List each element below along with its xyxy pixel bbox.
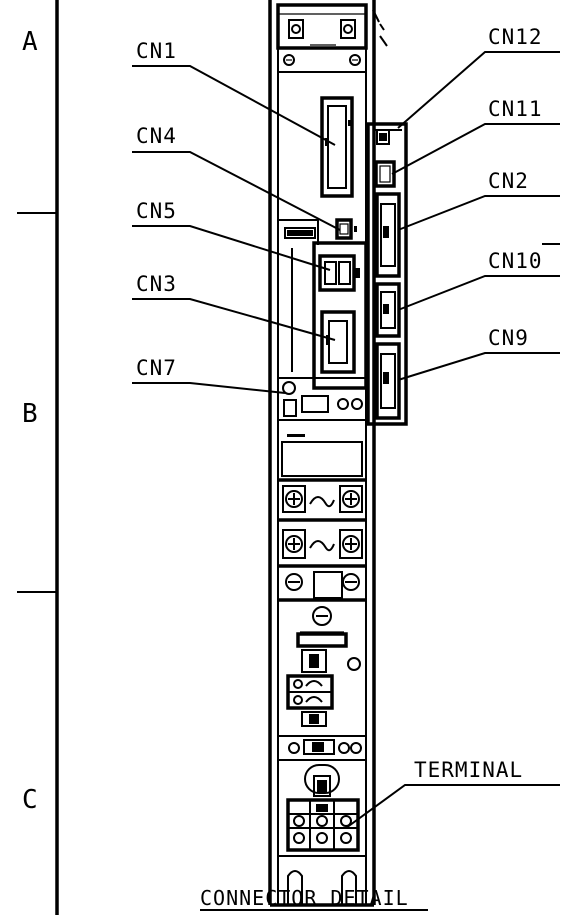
lower-terminal-area xyxy=(278,606,366,761)
callout-cn12: CN12 xyxy=(488,25,543,49)
callout-labels: CN1 CN4 CN5 CN3 CN7 CN12 CN11 CN2 CN10 C… xyxy=(136,25,560,782)
drawing-title: CONNECTOR DETAIL xyxy=(200,886,428,911)
cn11-connector xyxy=(374,160,396,188)
cn12-connector xyxy=(376,129,390,145)
zone-label-b: B xyxy=(22,399,38,429)
cn10-leader xyxy=(397,275,560,311)
callout-leaders xyxy=(132,51,560,829)
cn2-connector xyxy=(375,192,401,278)
cn9-leader xyxy=(397,352,560,381)
cn7-area xyxy=(278,377,366,477)
callout-cn9: CN9 xyxy=(488,326,529,350)
callout-cn2: CN2 xyxy=(488,169,529,193)
callout-terminal: TERMINAL xyxy=(414,758,523,782)
callout-cn5: CN5 xyxy=(136,199,177,223)
zone-label-a: A xyxy=(22,27,38,57)
callout-cn11: CN11 xyxy=(488,97,543,121)
cn5-connector xyxy=(318,254,360,292)
cn4-leader xyxy=(132,151,341,231)
callout-cn7: CN7 xyxy=(136,356,177,380)
cn3-leader xyxy=(132,298,336,341)
option-module xyxy=(366,122,408,426)
cn7-leader xyxy=(132,382,286,394)
drawing-title-text: CONNECTOR DETAIL xyxy=(200,886,409,910)
cn9-connector xyxy=(375,342,401,420)
power-terminal-block xyxy=(278,478,366,602)
terminal-leader xyxy=(345,784,560,829)
callout-cn1: CN1 xyxy=(136,39,177,63)
cn10-connector xyxy=(375,282,401,338)
zone-frame: A B C xyxy=(17,0,59,915)
callout-cn3: CN3 xyxy=(136,272,177,296)
callout-cn10: CN10 xyxy=(488,249,543,273)
servo-drive-unit xyxy=(268,0,388,907)
zone-label-c: C xyxy=(22,785,38,815)
callout-cn4: CN4 xyxy=(136,124,177,148)
bottom-terminal-block xyxy=(270,764,374,907)
cn12-leader xyxy=(397,51,560,129)
cn11-leader xyxy=(391,123,560,175)
cn1-leader xyxy=(132,65,336,146)
cn2-leader xyxy=(397,195,560,231)
cn1-connector xyxy=(320,96,354,198)
cn5-leader xyxy=(132,225,331,271)
cn3-connector xyxy=(320,310,356,374)
